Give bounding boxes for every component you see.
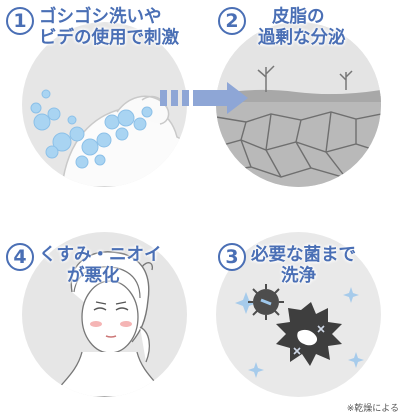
flow-arrow: [160, 80, 250, 116]
step-1-title: ゴシゴシ洗いや ビデの使用で刺激: [39, 7, 179, 49]
step-number-4: 4: [6, 243, 34, 271]
footnote: ※乾燥による: [346, 404, 399, 414]
woman-worried-icon: [51, 251, 168, 397]
step-number-2: 2: [218, 7, 246, 35]
step-3-title-line-2: 洗浄: [281, 266, 316, 286]
step-2: 2 皮脂の 過剰な分泌: [218, 7, 346, 49]
step-3-title-line-1: 必要な菌まで: [251, 245, 356, 265]
step-number-1: 1: [6, 7, 34, 35]
step-1-title-line-2: ビデの使用で刺激: [39, 28, 179, 48]
step-4: 4 くすみ・ニオイ が悪化: [6, 243, 162, 287]
bacteria-illustration: [216, 232, 381, 397]
washing-illustration: [22, 22, 187, 187]
germs-icon: [235, 284, 364, 378]
arrow-right-icon: [160, 82, 248, 114]
step-1-title-line-1: ゴシゴシ洗いや: [39, 7, 162, 27]
step-4-title-line-1: くすみ・ニオイ: [39, 245, 162, 265]
step-3-title: 必要な菌まで 洗浄: [251, 245, 356, 287]
step-4-title: くすみ・ニオイ が悪化: [39, 245, 162, 287]
cracked-ground-illustration: [216, 22, 381, 187]
step-2-title: 皮脂の 過剰な分泌: [258, 7, 346, 49]
step-number-3: 3: [218, 243, 246, 271]
step-3: 3 必要な菌まで 洗浄: [218, 243, 356, 287]
step-2-title-line-2: 過剰な分泌: [258, 28, 346, 48]
step-1: 1 ゴシゴシ洗いや ビデの使用で刺激: [6, 7, 179, 49]
woman-face-illustration: [22, 232, 187, 397]
step-4-title-line-2: が悪化: [67, 266, 120, 286]
step-2-title-line-1: 皮脂の: [272, 7, 325, 27]
foam-hand-icon: [30, 89, 187, 187]
